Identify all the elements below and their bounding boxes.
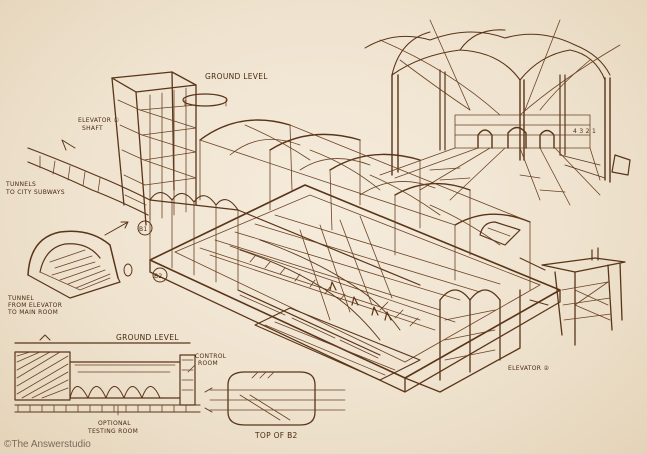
marker-b1: B1 xyxy=(139,226,148,233)
elevator-2-tower-sketch: ELEVATOR ② xyxy=(508,247,626,372)
perspective-hall-sketch: 4 3 2 1 xyxy=(364,19,631,206)
top-of-b2-plan-sketch: TOP OF B2 xyxy=(204,371,346,440)
top-of-b2-label: TOP OF B2 xyxy=(254,431,298,440)
copyright-notice: ©The Answerstudio xyxy=(4,439,91,450)
ground-level-label: GROUND LEVEL xyxy=(205,72,268,81)
dimension-marks: 4 3 2 1 xyxy=(573,128,596,135)
section-ground-level-label: GROUND LEVEL xyxy=(116,333,179,342)
main-isometric-cutaway xyxy=(149,119,561,393)
elevator-2-label: ELEVATOR ② xyxy=(508,365,549,372)
